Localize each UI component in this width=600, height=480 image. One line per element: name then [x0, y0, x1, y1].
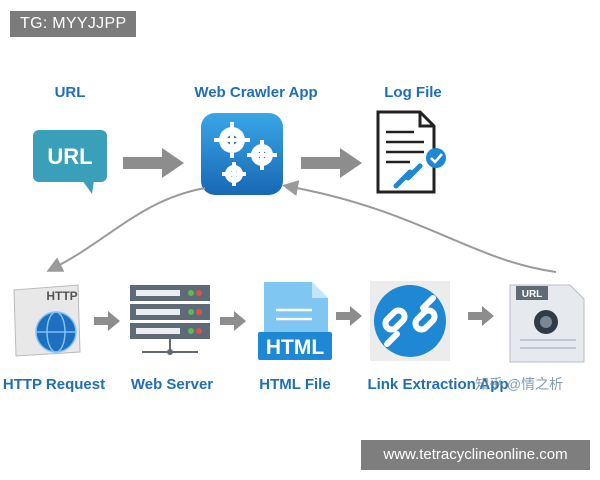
arrow-crawler-to-log: [301, 148, 362, 178]
arrow-urlfile-to-crawler: [282, 180, 557, 273]
gears-icon: [201, 113, 283, 195]
url-icon-text: URL: [47, 144, 92, 169]
watermark-tag: TG: MYYJJPP: [10, 11, 137, 37]
url-label: URL: [54, 84, 86, 101]
html-icon-text: HTML: [266, 336, 324, 359]
url-bubble-icon: URL: [33, 130, 107, 194]
urlfile-icon-text: URL: [522, 289, 543, 300]
link-icon: [370, 281, 450, 361]
web-server-label: Web Server: [130, 376, 214, 393]
footer-url: www.tetracyclineonline.com: [361, 440, 590, 470]
log-file-icon: [376, 110, 446, 194]
arrow-crawler-to-http: [46, 187, 206, 272]
bottom-row-arrows: [94, 306, 494, 331]
http-request-label: HTTP Request: [2, 376, 106, 393]
url-file-icon: URL: [509, 284, 585, 363]
html-file-icon: HTML: [258, 282, 332, 360]
arrow-url-to-crawler: [123, 148, 184, 178]
http-icon-text: HTTP: [46, 289, 77, 303]
crawler-label: Web Crawler App: [194, 84, 318, 101]
link-extraction-label: Link Extraction App: [367, 376, 509, 393]
html-file-label: HTML File: [259, 376, 331, 393]
log-file-label: Log File: [384, 84, 442, 101]
http-request-icon: HTTP: [13, 284, 81, 357]
web-server-icon: [130, 285, 210, 355]
overlay-watermark: 知乎 @情之析: [475, 376, 564, 392]
